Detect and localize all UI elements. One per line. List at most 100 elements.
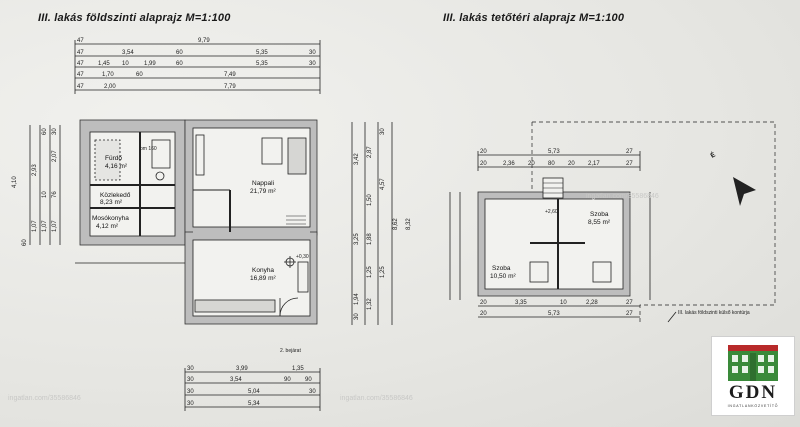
dim-ab-4: 27 <box>626 300 633 306</box>
attic-rooms: Szoba 10,50 m² Szoba 8,55 m² +2,60 III. … <box>490 209 750 316</box>
dim-bot-2-2: 30 <box>309 389 316 395</box>
dim-mv-8: 1,25 <box>367 266 373 278</box>
room-kozlekedo-name: Közlekedő <box>100 192 131 199</box>
attic-level-label: +2,60 <box>545 209 558 215</box>
ground-floor-title: III. lakás földszinti alaprajz M=1:100 <box>38 12 231 24</box>
watermark-2: ingatlan.com/35586846 <box>340 395 413 402</box>
dim-mv-3: 8,62 <box>393 218 399 230</box>
building-logo-icon <box>728 345 778 381</box>
ground-left-vertical-dims: 4,10 2,93 2,07 1,07 1,07 1,07 60 60 30 1… <box>12 128 58 246</box>
ground-top-dims: 47 9,79 47 3,54 60 5,35 30 47 1,45 10 1,… <box>77 38 316 90</box>
dim-top-3-3: 7,49 <box>224 72 236 78</box>
dim-v-6: 60 <box>42 128 48 135</box>
dim-ab-2: 10 <box>560 300 567 306</box>
room-attic-right-name: Szoba <box>590 211 609 218</box>
dim-at-9: 27 <box>626 161 633 167</box>
dim-bot-0-1: 3,99 <box>236 366 248 372</box>
entry-label: 2. bejárat <box>280 348 301 354</box>
dim-top-1-2: 60 <box>176 50 183 56</box>
dim-v-8: 30 <box>52 128 58 135</box>
dim-mv-11: 1,32 <box>367 298 373 310</box>
dim-at-5: 20 <box>528 161 535 167</box>
room-mosokonyha-area: 4,12 m² <box>96 223 119 230</box>
dim-mv-10: 1,94 <box>354 293 360 305</box>
room-furdo-area: 4,16 m² <box>105 163 128 170</box>
dim-ab-0: 20 <box>480 300 487 306</box>
dim-mv-9: 1,25 <box>380 266 386 278</box>
dim-top-1-3: 5,35 <box>256 50 268 56</box>
dim-top-2-2: 10 <box>122 61 129 67</box>
gdn-logo: GDN INGATLANKÖZVETÍTŐ <box>711 336 795 416</box>
dim-top-2-1: 1,45 <box>98 61 110 67</box>
attic-top-dims: 20 5,73 27 20 2,36 20 80 20 2,17 27 <box>480 149 633 167</box>
room-attic-left-name: Szoba <box>492 265 511 272</box>
dim-at-8: 2,17 <box>588 161 600 167</box>
dim-at-6: 80 <box>548 161 555 167</box>
dim-bot-2-1: 5,04 <box>248 389 260 395</box>
dim-at-0: 20 <box>480 149 487 155</box>
watermark-1: ingatlan.com/35586846 <box>8 395 81 402</box>
dim-bot-3-1: 5,34 <box>248 401 260 407</box>
dim-bot-0-2: 1,35 <box>292 366 304 372</box>
dim-top-3-0: 47 <box>77 72 84 78</box>
dim-ab-1: 3,35 <box>515 300 527 306</box>
attic-floor-title: III. lakás tetőtéri alaprajz M=1:100 <box>443 12 625 24</box>
room-attic-left-area: 10,50 m² <box>490 273 516 280</box>
dim-ab-3: 2,28 <box>586 300 598 306</box>
watermark-3: ingatlan.com/35586846 <box>586 193 659 200</box>
ground-floor-plan <box>29 40 393 411</box>
dim-bot-1-0: 30 <box>187 377 194 383</box>
dim-mv-13: 30 <box>354 313 360 320</box>
ground-mid-vertical-dims: 3,42 2,87 4,57 8,62 8,32 1,50 1,88 3,25 … <box>354 128 412 320</box>
dim-ab-7: 27 <box>626 311 633 317</box>
room-konyha-area: 16,89 m² <box>250 275 276 282</box>
north-arrow-icon: É <box>709 149 756 206</box>
room-konyha-name: Konyha <box>252 267 274 274</box>
logo-subtitle: INGATLANKÖZVETÍTŐ <box>727 404 779 408</box>
dim-at-4: 2,36 <box>503 161 515 167</box>
ground-level-label: +0,30 <box>296 254 309 260</box>
dim-top-2-0: 47 <box>77 61 84 67</box>
dim-mv-1: 2,87 <box>367 146 373 158</box>
dim-v-0: 4,10 <box>12 176 18 188</box>
dim-top-2-4: 60 <box>176 61 183 67</box>
dim-v-2: 2,07 <box>52 150 58 162</box>
dim-top-1-4: 30 <box>309 50 316 56</box>
dim-top-4-1: 2,00 <box>104 84 116 90</box>
dim-v-5: 1,07 <box>52 220 58 232</box>
dim-v-3: 1,07 <box>32 220 38 232</box>
dim-top-0-1: 9,79 <box>198 38 210 44</box>
dim-at-2: 27 <box>626 149 633 155</box>
dim-v-4: 1,07 <box>42 220 48 232</box>
dim-mv-6: 1,88 <box>367 233 373 245</box>
dim-at-7: 20 <box>568 161 575 167</box>
dim-v-9: 10 <box>42 191 48 198</box>
dim-top-4-2: 7,79 <box>224 84 236 90</box>
dim-bot-0-0: 30 <box>187 366 194 372</box>
dim-top-4-0: 47 <box>77 84 84 90</box>
dim-mv-12: 30 <box>380 128 386 135</box>
dim-v-1: 2,93 <box>32 164 38 176</box>
room-mosokonyha-name: Mosókonyha <box>92 215 129 222</box>
dim-top-2-3: 1,99 <box>144 61 156 67</box>
room-kozlekedo-area: 8,23 m² <box>100 199 123 206</box>
dim-top-3-2: 60 <box>136 72 143 78</box>
dim-top-0-0: 47 <box>77 38 84 44</box>
dim-top-1-1: 3,54 <box>122 50 134 56</box>
dim-top-1-0: 47 <box>77 50 84 56</box>
attic-legend: III. lakás földszinti külső kontúrja <box>678 310 750 316</box>
dim-ab-6: 5,73 <box>548 311 560 317</box>
dim-at-3: 20 <box>480 161 487 167</box>
attic-bottom-dims: 20 3,35 10 2,28 27 20 5,73 27 <box>480 300 633 317</box>
dim-ab-5: 20 <box>480 311 487 317</box>
dim-mv-0: 3,42 <box>354 153 360 165</box>
attic-floor-plan <box>449 121 776 325</box>
dim-bot-2-0: 30 <box>187 389 194 395</box>
dim-v-7: 60 <box>22 239 28 246</box>
room-nappali-name: Nappali <box>252 180 274 187</box>
dim-bot-3-0: 30 <box>187 401 194 407</box>
dim-mv-2: 4,57 <box>380 178 386 190</box>
dim-bot-1-1: 3,54 <box>230 377 242 383</box>
logo-text: GDN <box>728 382 778 403</box>
